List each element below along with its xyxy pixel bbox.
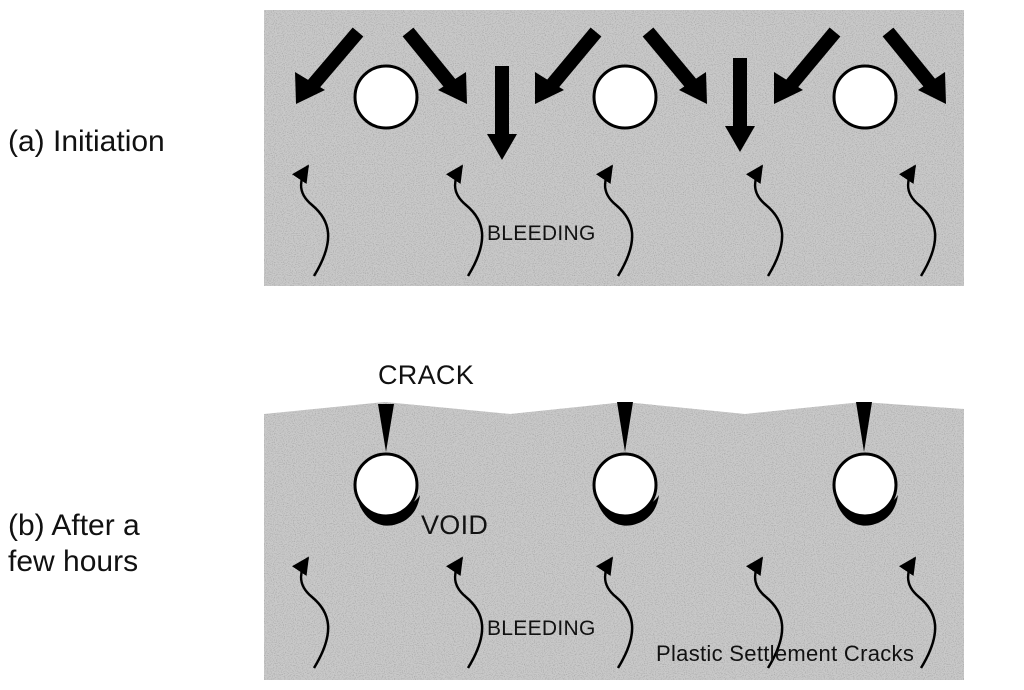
settlement-arrow	[725, 58, 755, 152]
bleeding-arrow	[595, 164, 634, 277]
crack-wedge	[378, 404, 394, 452]
bleeding-arrow	[291, 556, 330, 669]
voids	[355, 486, 898, 526]
settlement-arrow	[535, 27, 602, 104]
panel-b-label-line2: few hours	[8, 545, 139, 578]
settlement-arrow	[402, 27, 467, 104]
rebar-circle	[353, 452, 419, 518]
bleeding-arrow	[291, 164, 330, 277]
settlement-arrow	[882, 27, 946, 104]
rebar-circle	[832, 64, 898, 130]
rebar-row-b	[353, 452, 898, 518]
bleeding-arrow	[445, 556, 484, 669]
bleeding-arrow	[745, 556, 784, 669]
rebar-row-a	[353, 64, 898, 130]
void-label: VOID	[421, 510, 489, 540]
rebar-circle	[353, 64, 419, 130]
bleeding-arrows-b	[291, 556, 937, 669]
crack-label: CRACK	[378, 360, 475, 390]
concrete-block-b	[264, 402, 964, 680]
crack-wedge	[617, 402, 633, 452]
bleeding-arrow	[445, 164, 484, 277]
panel-b-label-line1: (b) After a	[8, 509, 140, 542]
rebar-circle	[592, 452, 658, 518]
bleeding-arrow	[745, 164, 784, 277]
panel-b-label: (b) After a few hours	[8, 508, 208, 580]
void-crescent	[355, 486, 420, 526]
bleeding-arrows-a	[291, 164, 937, 277]
bleeding-arrow	[898, 556, 937, 669]
settlement-arrow	[487, 66, 517, 160]
rebar-circle	[832, 452, 898, 518]
cracks	[378, 402, 872, 452]
bleeding-arrow	[898, 164, 937, 277]
settlement-arrow	[642, 27, 707, 104]
bleeding-label-a: BLEEDING	[487, 222, 596, 245]
concrete-block-a	[264, 10, 964, 286]
bleeding-label-b: BLEEDING	[487, 617, 596, 640]
bleeding-arrow	[595, 556, 634, 669]
settlement-arrow	[774, 27, 841, 104]
crack-wedge	[856, 402, 872, 452]
void-crescent	[594, 486, 659, 526]
panel-a-label: (a) Initiation	[8, 125, 165, 158]
plastic-settlement-cracks-label: Plastic Settlement Cracks	[656, 641, 915, 666]
settlement-arrow	[295, 27, 364, 104]
settlement-arrows	[295, 27, 946, 160]
void-crescent	[833, 486, 898, 526]
rebar-circle	[592, 64, 658, 130]
